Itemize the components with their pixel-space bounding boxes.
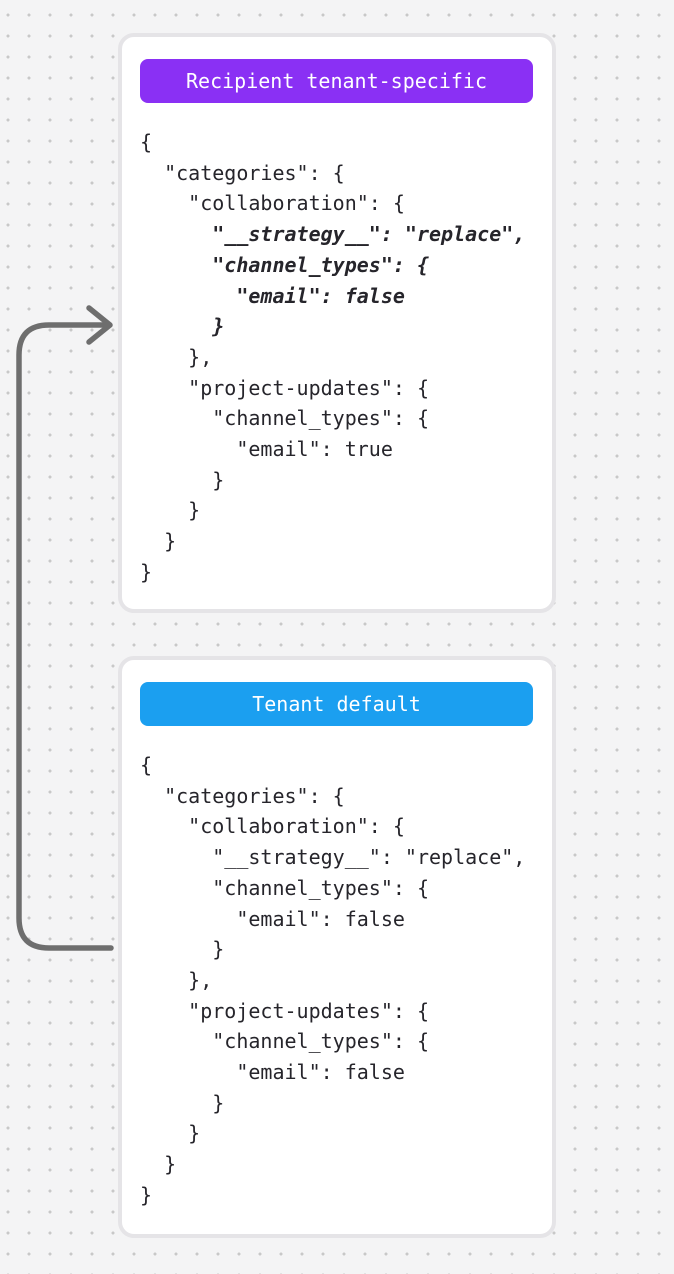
tenant-default-card: Tenant default { "categories": { "collab… [118,656,556,1238]
code-line: "email": false [140,906,405,931]
code-line: { [140,753,153,777]
code-line: "email": true [140,437,393,462]
tenant-default-json-code: { "categories": { "collaboration": { "__… [140,750,552,1211]
code-line: "project-updates": { [140,998,429,1023]
code-line: "__strategy__": "replace", [140,222,526,247]
code-line: }, [140,967,213,992]
recipient-tenant-specific-json-code: { "categories": { "collaboration": { "__… [140,127,552,588]
code-line: } [140,1182,153,1207]
code-line: "channel_types": { [140,252,429,277]
recipient-tenant-specific-card: Recipient tenant-specific { "categories"… [118,33,556,613]
code-line: } [140,559,153,584]
code-line: } [140,498,201,523]
code-line: "channel_types": { [140,406,429,431]
code-line: "email": false [140,1060,405,1085]
code-line: "email": false [140,283,405,308]
code-line: } [140,467,225,492]
code-line: "project-updates": { [140,375,429,400]
code-line: "channel_types": { [140,875,429,900]
code-line: }, [140,344,213,369]
code-line: "collaboration": { [140,814,405,839]
code-line: "__strategy__": "replace", [140,845,526,870]
code-line: { [140,130,153,154]
code-line: "channel_types": { [140,1029,429,1054]
recipient-tenant-specific-badge: Recipient tenant-specific [140,59,533,103]
code-line: } [140,314,225,339]
code-line: } [140,1090,225,1115]
code-line: } [140,1121,201,1146]
arrow-shaft [16,322,114,951]
code-line: } [140,529,177,554]
arrow-head-icon [86,305,113,345]
code-line: } [140,937,225,962]
code-line: "categories": { [140,783,345,808]
code-line: "categories": { [140,160,345,185]
code-line: "collaboration": { [140,191,405,216]
tenant-default-badge: Tenant default [140,682,533,726]
code-line: } [140,1152,177,1177]
